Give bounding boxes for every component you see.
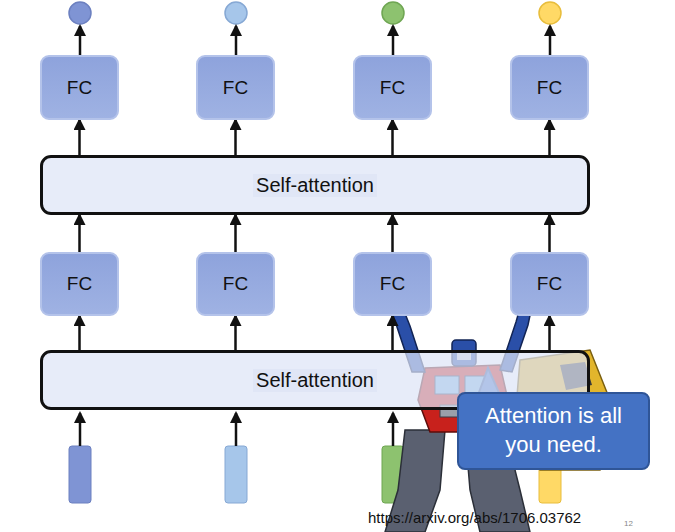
output-circle	[69, 2, 91, 24]
speech-bubble: Attention is all you need.	[457, 392, 650, 470]
layer-label: Self-attention	[253, 174, 377, 197]
arrow-connector	[234, 316, 237, 350]
fc-box: FC	[353, 55, 432, 120]
arrow-connector	[548, 120, 551, 155]
input-vector	[69, 446, 91, 503]
output-arrow	[392, 26, 395, 55]
input-vector	[225, 446, 247, 503]
fc-box: FC	[40, 55, 119, 120]
fc-label: FC	[67, 273, 92, 295]
arrow-connector	[548, 316, 551, 350]
arrow-connector	[391, 215, 394, 252]
arrow-connector	[78, 120, 81, 155]
input-arrow	[235, 413, 238, 446]
output-arrow	[549, 26, 552, 55]
fc-box: FC	[196, 252, 275, 316]
arrow-connector	[234, 215, 237, 252]
output-circles	[69, 2, 561, 24]
fc-label: FC	[223, 77, 248, 99]
fc-label: FC	[537, 77, 562, 99]
layer-label: Self-attention	[253, 369, 377, 392]
arrow-connector	[391, 316, 394, 350]
page-number: 12	[624, 519, 633, 528]
output-arrows	[80, 26, 550, 55]
arrow-connector	[78, 215, 81, 252]
fc-box: FC	[353, 252, 432, 316]
arrow-connector	[78, 316, 81, 350]
output-circle	[382, 2, 404, 24]
fc-label: FC	[380, 273, 405, 295]
arrow-connector	[548, 215, 551, 252]
source-url: https://arxiv.org/abs/1706.03762	[368, 509, 581, 526]
output-arrow	[79, 26, 82, 55]
fc-box: FC	[40, 252, 119, 316]
fc-label: FC	[223, 273, 248, 295]
fc-box: FC	[196, 55, 275, 120]
arrow-connector	[391, 120, 394, 155]
fc-box: FC	[510, 252, 589, 316]
fc-label: FC	[537, 273, 562, 295]
fc-box: FC	[510, 55, 589, 120]
input-arrow	[392, 413, 395, 446]
output-circle	[225, 2, 247, 24]
fc-label: FC	[67, 77, 92, 99]
output-circle	[539, 2, 561, 24]
output-arrow	[235, 26, 238, 55]
input-arrow	[79, 413, 82, 446]
arrow-connector	[234, 120, 237, 155]
fc-label: FC	[380, 77, 405, 99]
speech-text: Attention is all you need.	[469, 402, 638, 459]
self-attention-band: Self-attention	[40, 155, 590, 215]
